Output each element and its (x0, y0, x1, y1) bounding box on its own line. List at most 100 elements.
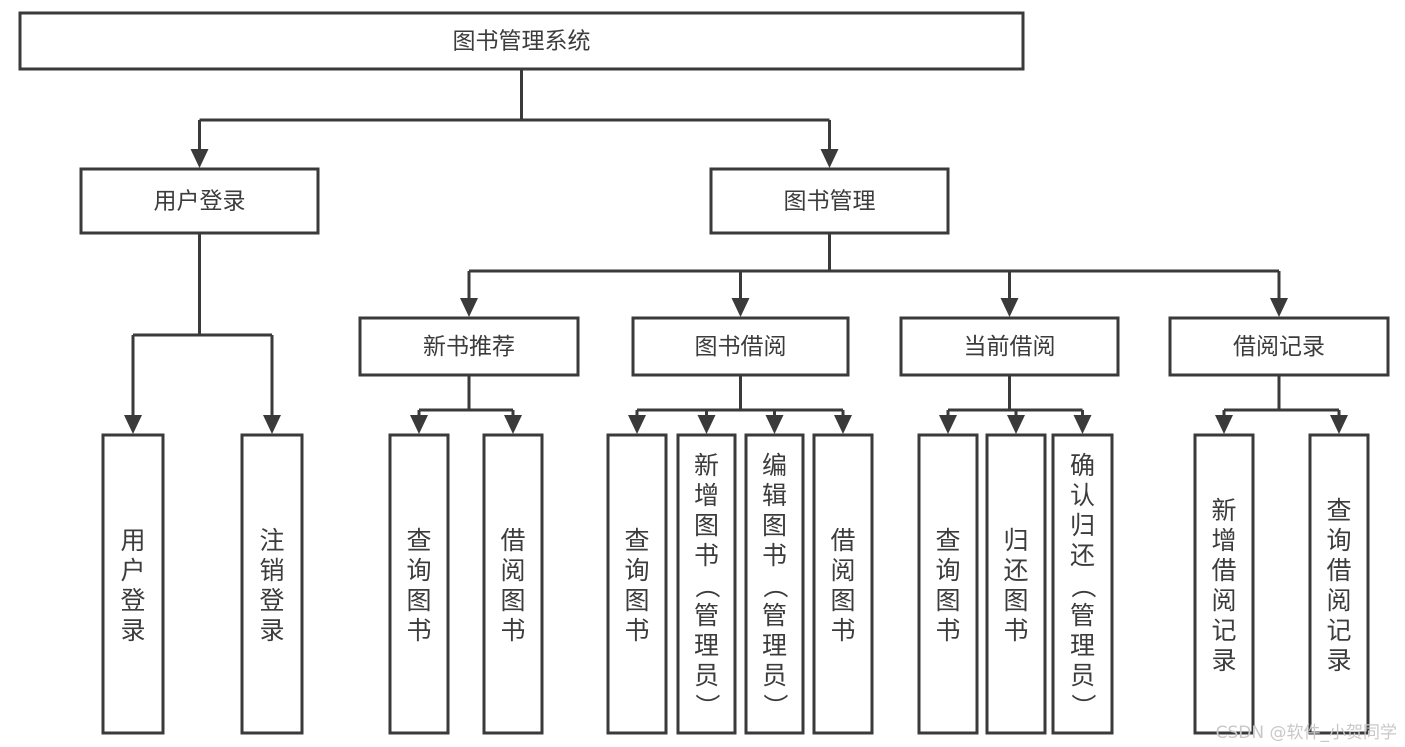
node-box[interactable] (101, 433, 165, 735)
node-label-char: 新 (1211, 496, 1236, 525)
arrow-head-icon (1215, 415, 1233, 434)
node-label-char: 书 (500, 616, 525, 645)
node-label: 借阅记录 (1233, 334, 1325, 360)
arrow-head-icon (731, 298, 750, 317)
node-box[interactable] (1193, 433, 1255, 735)
arrow-head-icon (939, 415, 957, 434)
level2-node-new-book-rec[interactable]: 新书推荐 (358, 316, 580, 377)
arrow-head-icon (1330, 415, 1348, 434)
node-box[interactable] (79, 167, 320, 235)
connector-layer (124, 69, 1348, 434)
node-label-char: 辑 (762, 481, 787, 510)
node-label-char: 书 (762, 541, 787, 570)
node-label-char: 阅 (500, 556, 525, 585)
node-label-char: 借 (500, 526, 525, 555)
node-label-char: 登 (259, 586, 284, 615)
node-label: 当前借阅 (964, 334, 1056, 360)
node-box[interactable] (388, 433, 450, 735)
node-box[interactable] (744, 433, 805, 735)
node-label: 图书借阅 (695, 334, 787, 360)
node-label-char: ） (693, 693, 722, 718)
level1-node-book-manage[interactable]: 图书管理 (709, 167, 950, 235)
node-label-char: 归 (1003, 526, 1028, 555)
node-label-char: 书 (1003, 616, 1028, 645)
arrow-head-icon (697, 415, 716, 434)
node-label-char: 员 (1070, 661, 1095, 690)
node-box[interactable] (917, 433, 979, 735)
node-label-char: 归 (1070, 511, 1095, 540)
arrow-head-icon (1270, 298, 1288, 317)
node-label-char: 还 (1003, 556, 1028, 585)
arrow-head-icon (1007, 415, 1025, 434)
node-label-char: ） (761, 693, 790, 718)
node-label-char: 书 (935, 616, 960, 645)
arrow-head-icon (820, 149, 839, 168)
node-label-char: 图 (500, 586, 525, 615)
node-label-char: 询 (406, 556, 431, 585)
arrow-head-icon (504, 415, 522, 434)
node-box[interactable] (631, 316, 850, 377)
node-label-char: 图 (762, 511, 787, 540)
node-label-char: 录 (1326, 646, 1351, 675)
node-label-char: 记 (1211, 616, 1236, 645)
node-label-char: 询 (935, 556, 960, 585)
node-label-char: 图 (1003, 586, 1028, 615)
level1-node-user-login[interactable]: 用户登录 (79, 167, 320, 235)
node-box[interactable] (676, 433, 737, 735)
arrow-head-icon (765, 415, 784, 434)
arrow-head-icon (263, 415, 281, 434)
root-node-root[interactable]: 图书管理系统 (18, 11, 1025, 71)
node-label-char: 记 (1326, 616, 1351, 645)
node-box[interactable] (18, 11, 1025, 71)
node-label-char: 阅 (830, 556, 855, 585)
node-box[interactable] (709, 167, 950, 235)
level2-node-current-borrow[interactable]: 当前借阅 (899, 316, 1120, 377)
node-label-char: 借 (1326, 556, 1351, 585)
node-label-char: 注 (259, 526, 284, 555)
node-label-char: ） (1069, 693, 1098, 718)
level2-node-book-borrow[interactable]: 图书借阅 (631, 316, 850, 377)
node-box[interactable] (812, 433, 874, 735)
node-box[interactable] (358, 316, 580, 377)
node-box[interactable] (606, 433, 668, 735)
node-label-char: 借 (830, 526, 855, 555)
node-box[interactable] (985, 433, 1047, 735)
node-label-char: 增 (1211, 526, 1236, 555)
node-label-char: 增 (694, 481, 719, 510)
node-label-char: 还 (1070, 541, 1095, 570)
node-label-char: 查 (406, 526, 431, 555)
node-label-char: 新 (694, 451, 719, 480)
leaf-node-leaf-user-login[interactable]: 用户登录 (101, 433, 165, 735)
node-box[interactable] (899, 316, 1120, 377)
node-label-char: 查 (1326, 496, 1351, 525)
node-label-char: 书 (830, 616, 855, 645)
node-label-char: 查 (624, 526, 649, 555)
node-label-char: （ (1069, 573, 1098, 598)
level2-node-borrow-record[interactable]: 借阅记录 (1168, 316, 1390, 377)
node-label-char: （ (761, 573, 790, 598)
node-box[interactable] (482, 433, 544, 735)
node-label-char: 录 (1211, 646, 1236, 675)
node-box[interactable] (1308, 433, 1370, 735)
node-label-char: 管 (762, 601, 787, 630)
node-label-char: 户 (120, 556, 145, 585)
node-box[interactable] (1051, 433, 1114, 735)
node-box[interactable] (1168, 316, 1390, 377)
node-box[interactable] (240, 433, 304, 735)
node-label-char: 阅 (1211, 586, 1236, 615)
node-label-char: 书 (694, 541, 719, 570)
node-label-char: 图 (935, 586, 960, 615)
